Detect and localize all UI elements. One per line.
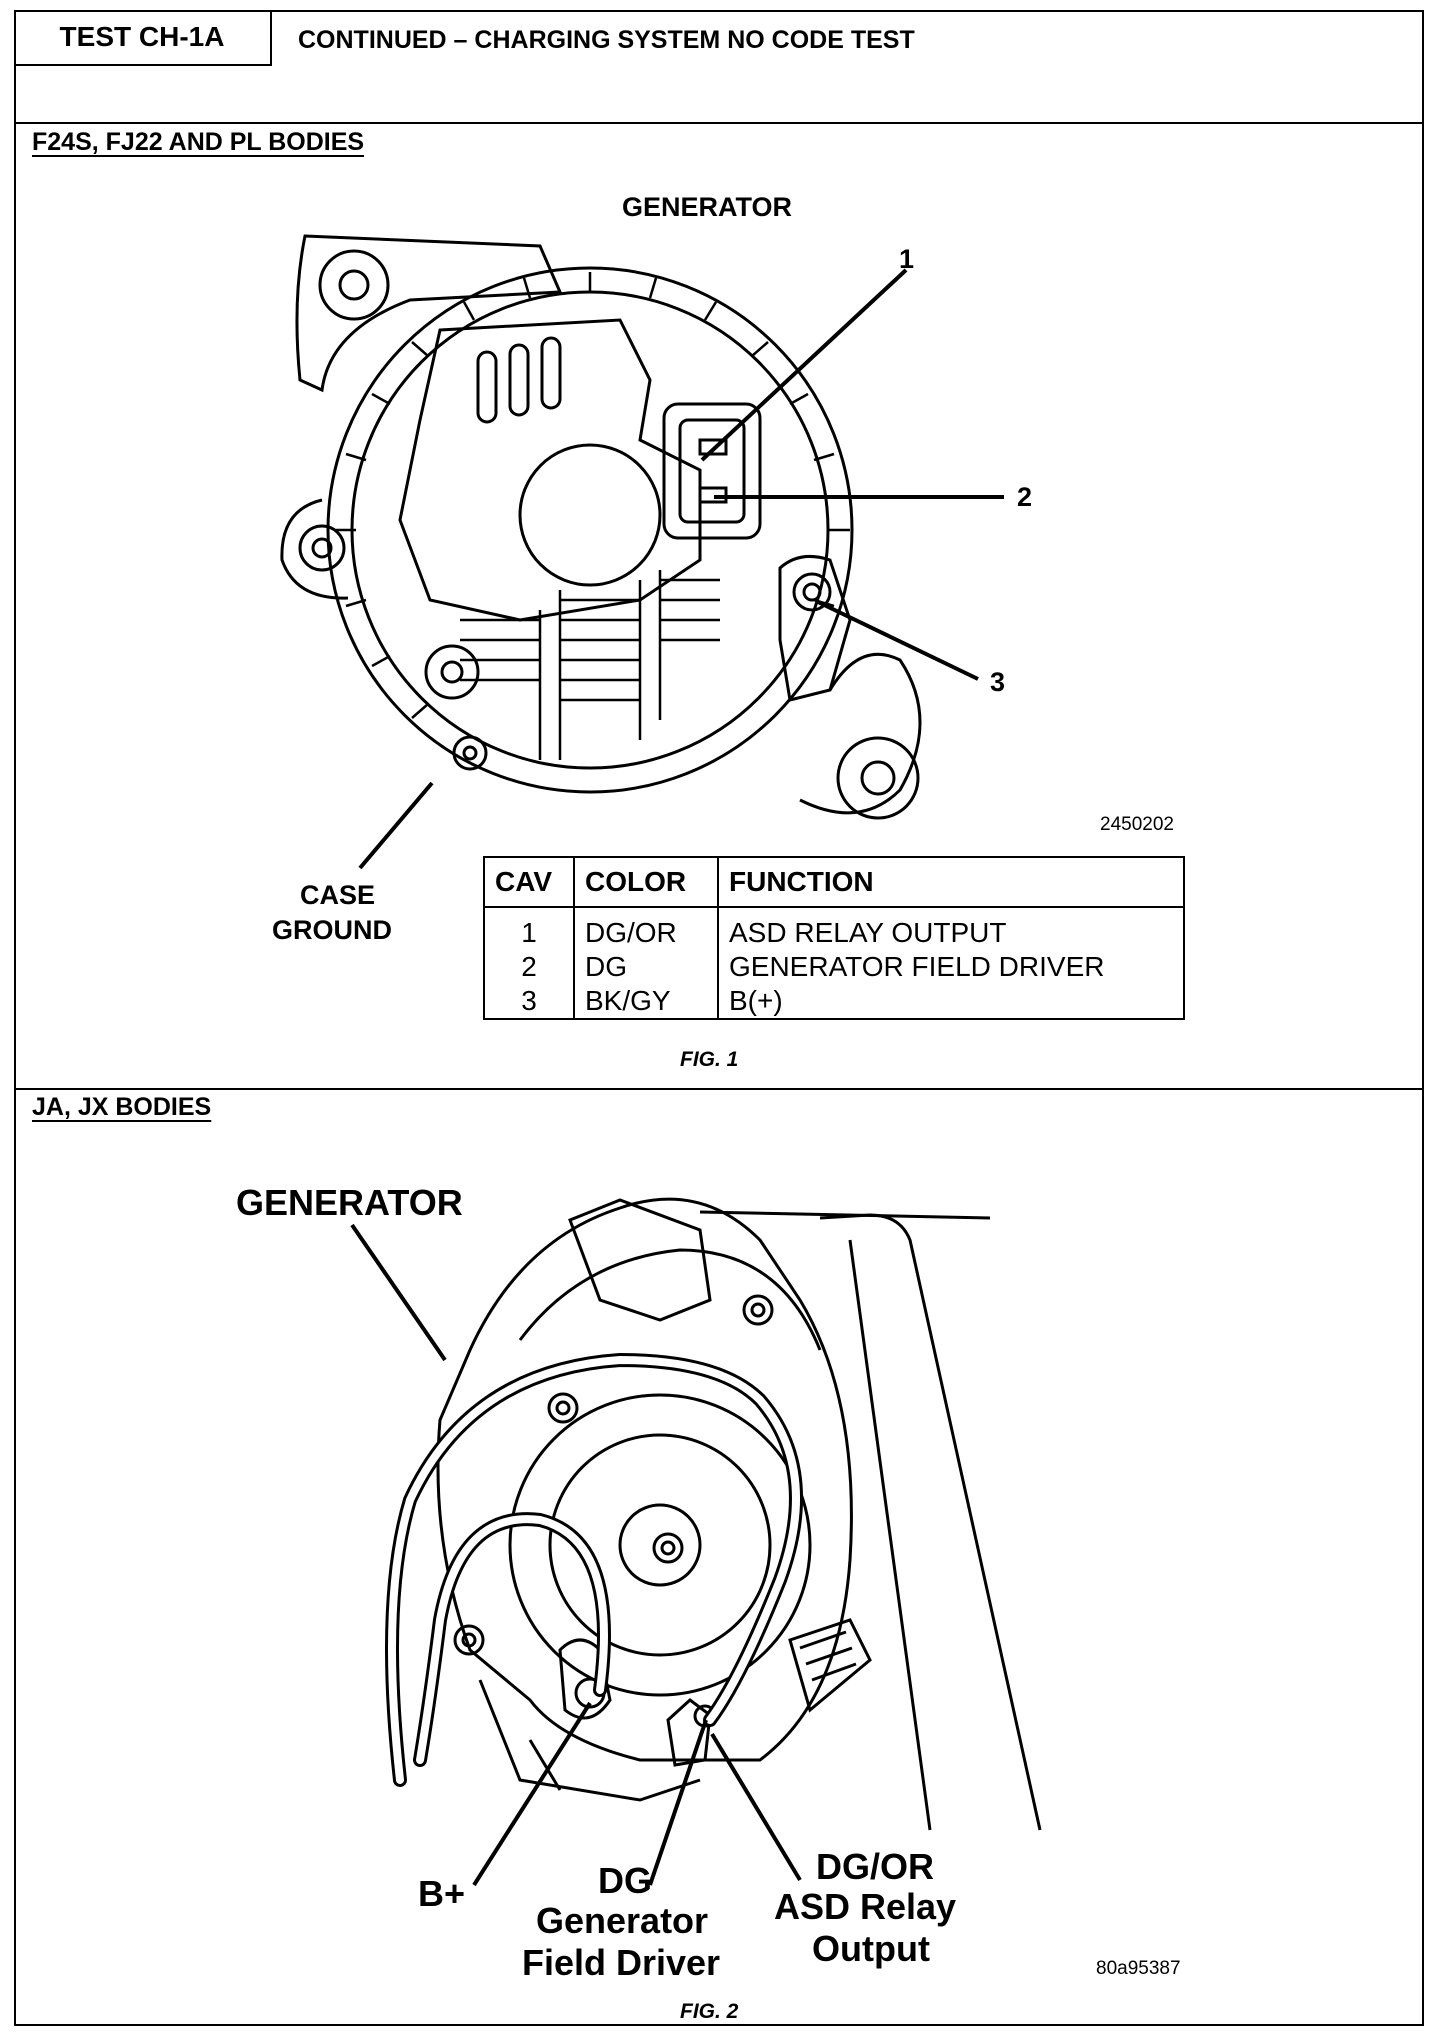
- dg-label-line2: Generator: [536, 1900, 709, 1941]
- callout-1: 1: [899, 244, 915, 274]
- fig1-code: 2450202: [1100, 814, 1174, 835]
- callout-3: 3: [990, 667, 1006, 697]
- section1-title: F24S, FJ22 AND PL BODIES: [32, 128, 365, 156]
- cavity-table: CAV COLOR FUNCTION 1 DG/OR ASD RELAY OUT…: [483, 856, 1185, 1020]
- header-divider: [14, 122, 1424, 124]
- dgor-label-line3: Output: [812, 1928, 930, 1969]
- fig1-generator-title: GENERATOR: [622, 192, 793, 222]
- callout-2: 2: [1017, 482, 1033, 512]
- cell-color: BK/GY: [574, 984, 719, 1019]
- cell-cav: 3: [484, 984, 575, 1019]
- cell-cav: 2: [484, 950, 575, 984]
- b-plus-label: B+: [418, 1873, 466, 1914]
- cell-function: GENERATOR FIELD DRIVER: [729, 951, 1105, 982]
- case-ground-label-line2: GROUND: [272, 915, 392, 945]
- header-cav: CAV: [484, 857, 575, 908]
- table-row: 3 BK/GY B(+): [484, 984, 1184, 1019]
- case-ground-label-line1: CASE: [300, 880, 376, 910]
- cell-cav: 1: [484, 907, 575, 950]
- cell-function: B(+): [729, 985, 783, 1016]
- table-header-row: CAV COLOR FUNCTION: [484, 857, 1184, 908]
- header-title: CONTINUED – CHARGING SYSTEM NO CODE TEST: [298, 26, 915, 54]
- header-color: COLOR: [574, 857, 719, 908]
- fig1-caption: FIG. 1: [680, 1048, 739, 1071]
- fig2-caption: FIG. 2: [680, 2000, 739, 2023]
- table-row: 2 DG GENERATOR FIELD DRIVER: [484, 950, 1184, 984]
- dg-label-line1: DG: [598, 1860, 652, 1901]
- section-divider: [14, 1088, 1424, 1090]
- dg-label-line3: Field Driver: [522, 1942, 721, 1983]
- dgor-label-line1: DG/OR: [816, 1846, 935, 1887]
- table-row: 1 DG/OR ASD RELAY OUTPUT: [484, 907, 1184, 950]
- test-id: TEST CH-1A: [14, 10, 272, 66]
- fig2-code: 80a95387: [1096, 1958, 1181, 1979]
- header-function: FUNCTION: [718, 857, 1184, 908]
- dgor-label-line2: ASD Relay: [774, 1886, 957, 1927]
- cell-function: ASD RELAY OUTPUT: [729, 917, 1007, 948]
- page-frame: [14, 10, 1424, 2026]
- cell-color: DG/OR: [574, 907, 719, 950]
- fig2-generator-label: GENERATOR: [236, 1182, 463, 1223]
- section2-title: JA, JX BODIES: [32, 1093, 212, 1121]
- cell-color: DG: [574, 950, 719, 984]
